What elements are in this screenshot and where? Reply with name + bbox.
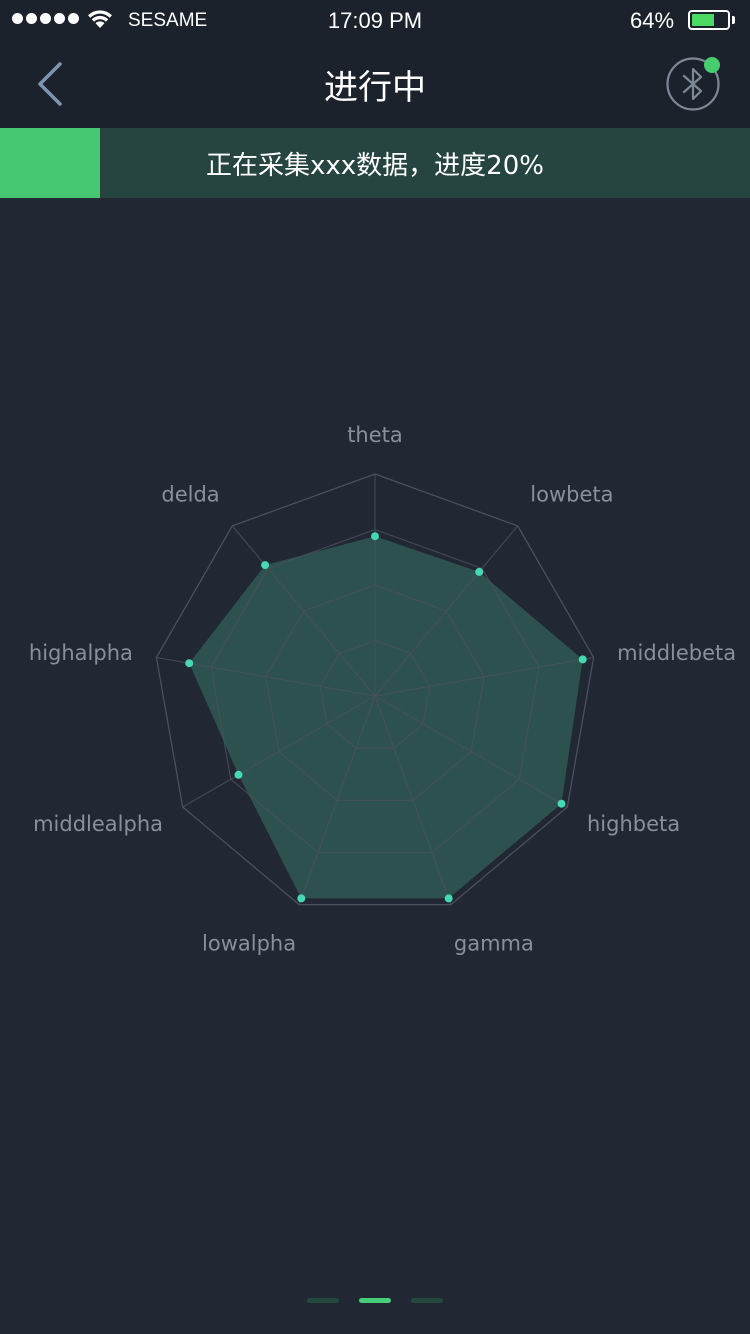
collection-progress-banner: 正在采集xxx数据，进度20% [0,128,750,198]
progress-text: 正在采集xxx数据，进度20% [206,151,544,181]
page-dot-1[interactable] [307,1298,339,1303]
radar-spoke [231,525,376,697]
radar-spoke [298,695,376,905]
radar-point-middlealpha [234,770,243,779]
bluetooth-icon [666,57,720,111]
radar-grid-ring [319,639,431,749]
page-dot-2[interactable] [359,1298,391,1303]
axis-label-middlebeta: middlebeta [617,641,736,665]
bluetooth-button[interactable] [665,56,721,112]
radar-point-gamma [444,894,453,903]
axis-label-delda: delda [161,482,219,506]
radar-spoke [374,525,519,697]
battery-icon [688,10,730,30]
radar-point-middlebeta [578,655,587,664]
axis-label-highbeta: highbeta [587,812,680,836]
carrier-name: SESAME [128,10,208,31]
battery-level [692,14,714,26]
battery-percentage: 64% [630,8,675,33]
bluetooth-connected-indicator [704,57,720,73]
radar-point-theta [371,532,379,541]
radar-spoke [374,695,568,808]
page-dot-3[interactable] [411,1298,443,1303]
clock: 17:09 PM [327,8,423,33]
chevron-left-icon [38,62,62,106]
radar-spoke [374,695,452,905]
axis-label-lowbeta: lowbeta [530,482,613,506]
radar-point-delda [261,561,270,570]
axis-label-highalpha: highalpha [29,641,133,665]
axis-label-theta: theta [347,423,403,447]
radar-point-highbeta [557,799,566,808]
radar-point-highalpha [185,659,194,668]
axis-label-lowalpha: lowalpha [202,932,296,956]
radar-spoke [182,695,376,808]
back-button[interactable] [30,58,74,110]
radar-grid-ring [155,473,595,906]
axis-label-middlealpha: middlealpha [33,812,163,836]
signal-strength-icon [12,13,79,24]
radar-point-lowalpha [297,894,306,903]
battery-cap [732,16,735,24]
radar-point-lowbeta [475,567,484,576]
status-bar: SESAME 17:09 PM 64% [0,0,750,40]
axis-label-gamma: gamma [454,932,534,956]
progress-bar-fill [0,128,100,198]
radar-spoke [374,656,594,697]
radar-grid-ring [210,528,540,854]
radar-grid-ring [265,584,485,801]
wifi-icon [88,10,112,28]
